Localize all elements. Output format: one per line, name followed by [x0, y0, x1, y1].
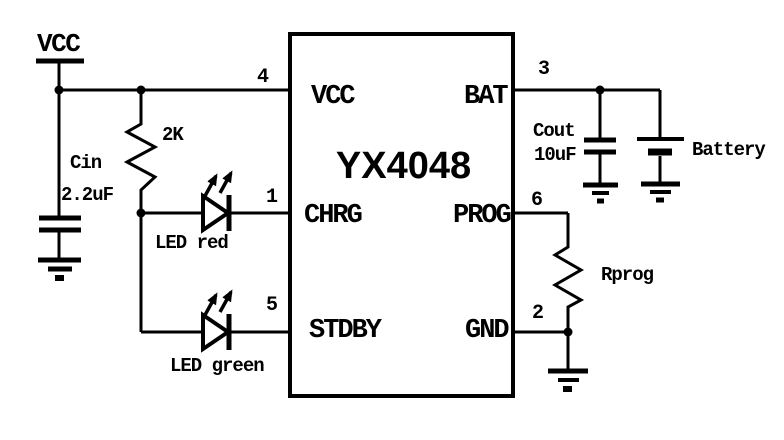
ground-symbol [548, 368, 588, 392]
led-emission-arrows [203, 170, 233, 197]
resistor-2k-label: 2K [162, 124, 184, 146]
led-red-label: LED red [155, 232, 229, 254]
ground-symbol [641, 181, 680, 203]
pin-number-5: 5 [266, 294, 278, 317]
cin-value: 2.2uF [61, 184, 114, 206]
pin-number-3: 3 [538, 58, 550, 81]
vcc-supply-label: VCC [37, 29, 81, 59]
ic-part-number: YX4048 [335, 145, 472, 187]
bat-output-wire [513, 85, 660, 95]
ground-symbol [583, 182, 618, 204]
rprog-label: Rprog [601, 264, 654, 286]
ic-pin-label-vcc: VCC [311, 82, 356, 112]
ic-pin-label-bat: BAT [464, 82, 509, 112]
vcc-rail-wire [54, 85, 291, 95]
led-green-symbol [141, 289, 291, 353]
pin-number-2: 2 [532, 302, 544, 325]
ground-symbol [38, 257, 81, 281]
led-green-label: LED green [170, 355, 265, 377]
pin-number-1: 1 [266, 186, 278, 209]
ic-pin-label-chrg: CHRG [304, 201, 363, 231]
resistor-2k-symbol [123, 90, 159, 213]
vcc-supply-symbol [36, 58, 84, 90]
ic-pin-label-gnd: GND [465, 316, 510, 346]
rprog-resistor-symbol [513, 211, 588, 392]
battery-symbol [637, 90, 684, 203]
cout-label: Cout [533, 120, 576, 142]
led-emission-arrows [203, 289, 233, 316]
ic-body [288, 32, 515, 398]
input-capacitor-symbol [38, 90, 81, 281]
output-capacitor-symbol [583, 90, 618, 204]
cin-label: Cin [70, 152, 102, 174]
cout-value: 10uF [534, 144, 577, 166]
junction-dot [563, 327, 573, 337]
pin-number-6: 6 [531, 189, 543, 212]
ic-pin-label-prog: PROG [453, 201, 512, 231]
pin-number-4: 4 [257, 66, 269, 89]
battery-label: Battery [692, 139, 766, 161]
ic-pin-label-stdby: STDBY [309, 316, 382, 346]
led-red-symbol [141, 170, 291, 234]
